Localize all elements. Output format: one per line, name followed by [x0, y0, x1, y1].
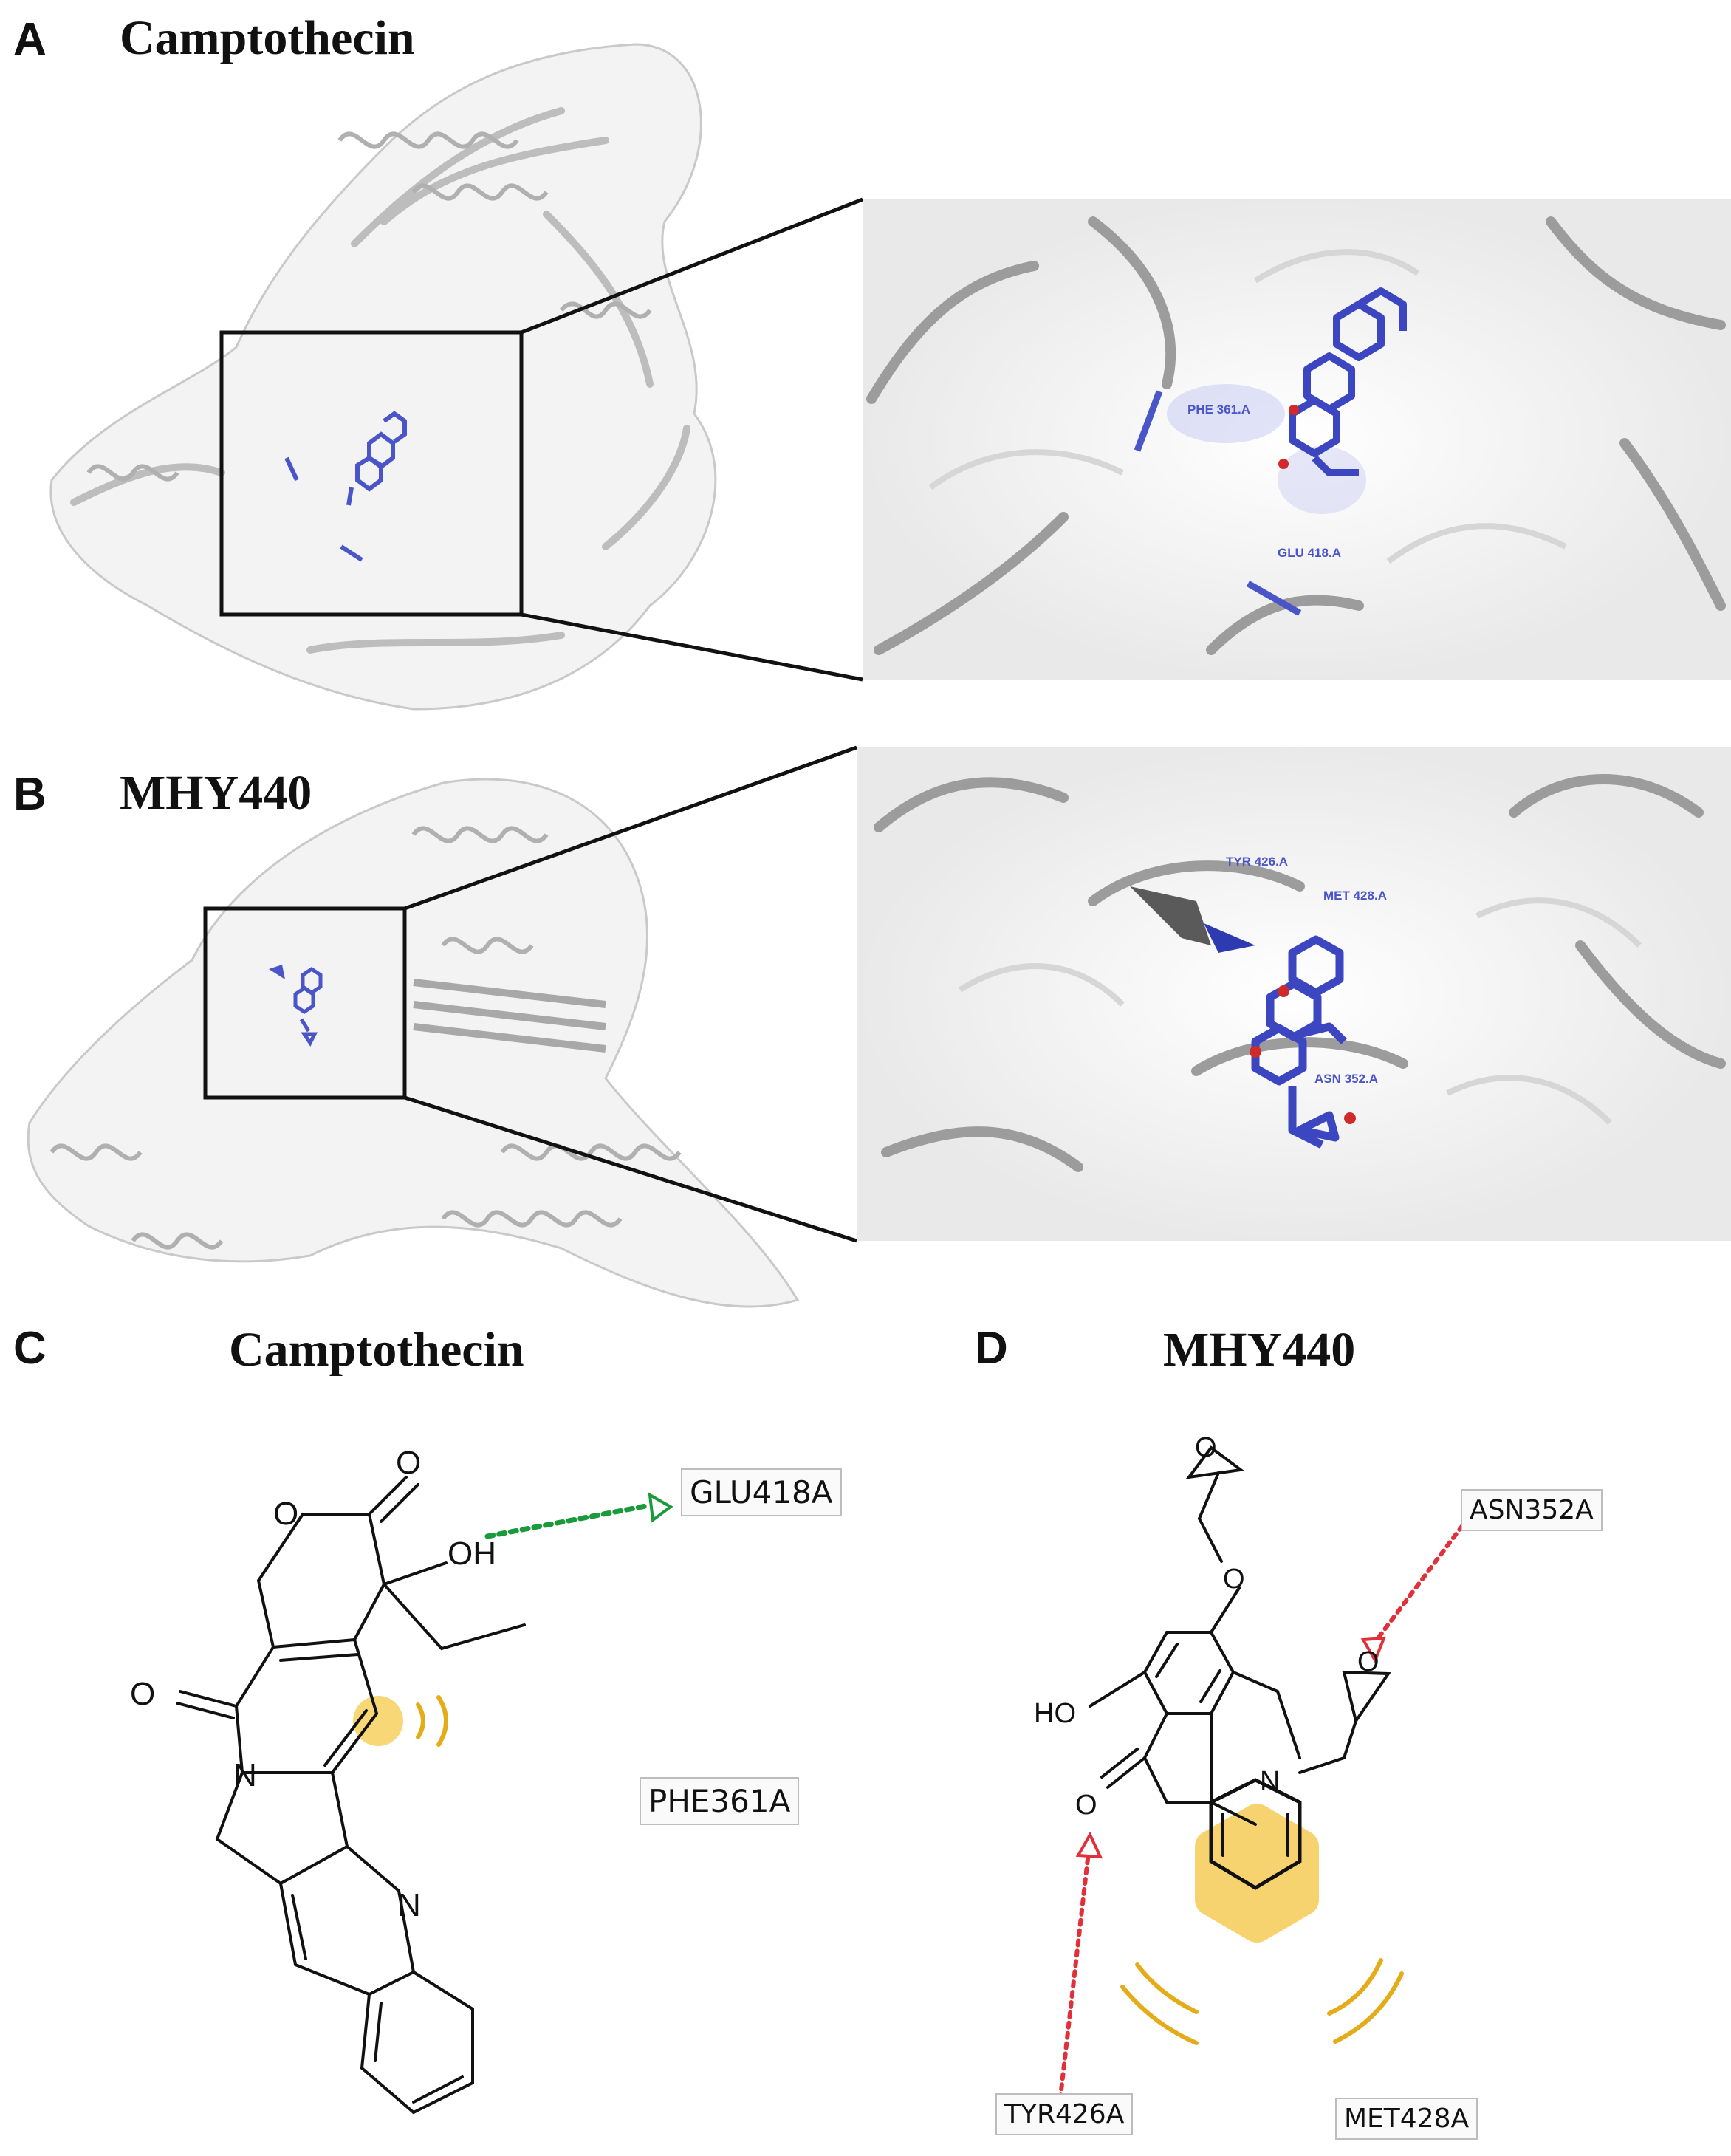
atom-c-n-ring: N	[233, 1757, 257, 1793]
atom-d-o-epox-right: O	[1357, 1646, 1379, 1677]
protein-overview-a	[49, 43, 717, 711]
residue-box-asn352a: ASN352A	[1461, 1489, 1603, 1531]
atom-c-oh: OH	[448, 1536, 496, 1572]
residue-stick-phe361-a	[1134, 390, 1163, 452]
atom-d-n: N	[1260, 1766, 1280, 1797]
ligand-zoom-a	[1289, 287, 1407, 476]
residue-label-met428-b: MET 428.A	[1323, 889, 1387, 903]
interaction-diagram-c	[176, 1476, 673, 2114]
atom-d-o-ketone: O	[1075, 1790, 1097, 1821]
residue-box-met428a: MET428A	[1335, 2098, 1478, 2140]
ligand-zoom-b	[1251, 935, 1347, 1149]
panel-title-d: MHY440	[1163, 1323, 1356, 1377]
panel-letter-a: A	[13, 14, 47, 65]
residue-box-phe361a: PHE361A	[640, 1777, 800, 1825]
atom-c-o-ring: O	[273, 1496, 298, 1532]
residue-label-asn352-b: ASN 352.A	[1314, 1072, 1378, 1086]
zoom-line-a-bottom	[521, 612, 863, 682]
atom-c-o-carbonyl-top: O	[396, 1445, 421, 1481]
binding-site-zoom-b: TYR 426.A MET 428.A ASN 352.A	[857, 747, 1731, 1241]
panel-title-a: Camptothecin	[120, 11, 415, 65]
zoom-line-b-top	[404, 745, 857, 911]
residue-label-tyr426-b: TYR 426.A	[1226, 855, 1288, 869]
interaction-diagram-d	[1057, 1445, 1464, 2112]
binding-site-zoom-a: PHE 361.A GLU 418.A	[863, 199, 1731, 680]
zoom-box-b	[203, 906, 407, 1100]
ligand-small-b	[293, 966, 323, 1047]
panel-title-b: MHY440	[120, 766, 312, 820]
residue-box-tyr426a: TYR426A	[995, 2093, 1134, 2135]
residue-stick-glu418-a	[1246, 581, 1302, 616]
panel-title-c: Camptothecin	[229, 1323, 524, 1377]
atom-c-o-left: O	[130, 1676, 155, 1712]
panel-letter-d: D	[975, 1323, 1008, 1374]
residue-label-phe361-a: PHE 361.A	[1187, 403, 1250, 417]
atom-d-o-epox-top: O	[1195, 1432, 1217, 1463]
zoom-line-a-top	[521, 197, 863, 335]
atom-d-ho: HO	[1034, 1698, 1076, 1729]
panel-letter-b: B	[13, 769, 47, 820]
atom-d-o-ether: O	[1223, 1564, 1245, 1595]
ligand-small-a	[346, 411, 407, 506]
residue-box-glu418a: GLU418A	[681, 1468, 842, 1516]
panel-letter-c: C	[13, 1323, 47, 1374]
residue-label-glu418-a: GLU 418.A	[1278, 546, 1341, 560]
zoom-line-b-bottom	[404, 1095, 857, 1243]
protein-overview-b	[27, 778, 800, 1308]
atom-c-n-pyridine: N	[397, 1887, 421, 1923]
zoom-box-a	[219, 330, 524, 617]
